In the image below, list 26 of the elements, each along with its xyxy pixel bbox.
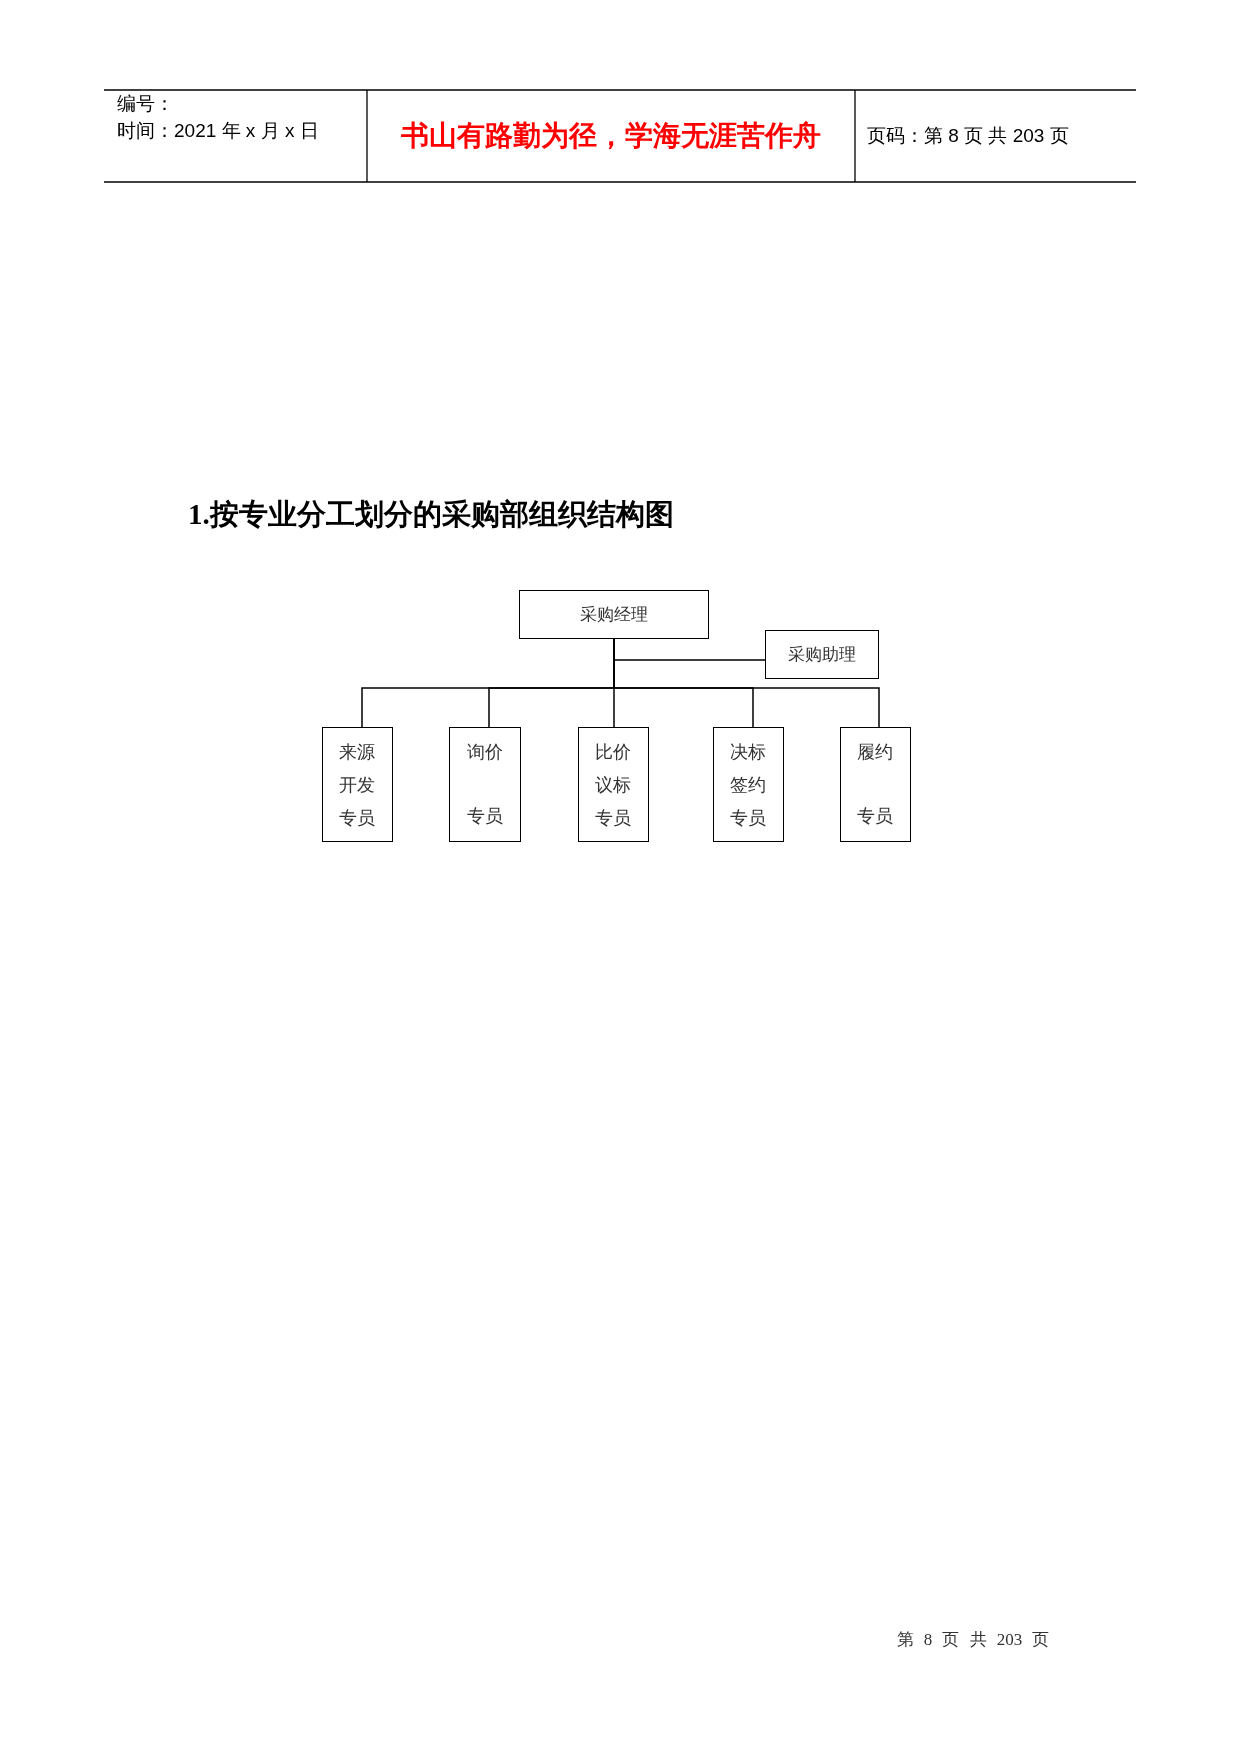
specialist-box (840, 727, 911, 842)
assistant-box (765, 630, 879, 679)
position-title: 专员 (729, 807, 768, 830)
position-title: 履约 (856, 741, 895, 764)
position-title: 专员 (466, 805, 504, 828)
page-footer: 第 8 页 共 203 页 (896, 1630, 1050, 1651)
position-title: 专员 (856, 805, 895, 828)
specialist-box (449, 727, 521, 842)
position-title: 专员 (338, 807, 377, 830)
position-title: 专员 (594, 807, 633, 830)
position-title: 决标签约 (729, 741, 768, 797)
position-title: 比价议标 (594, 741, 633, 797)
document-number-label: 编号： (117, 93, 174, 116)
page-counter: 页码：第 8 页 共 203 页 (867, 125, 1069, 148)
date-label: 时间：2021 年 x 月 x 日 (117, 120, 319, 143)
position-title: 询价 (466, 741, 504, 764)
section-title: 1.按专业分工划分的采购部组织结构图 (188, 497, 674, 532)
connector-line (613, 638, 880, 728)
specialist-box (322, 727, 393, 842)
position-title: 采购经理 (580, 604, 648, 626)
specialist-box (713, 727, 784, 842)
specialist-box (578, 727, 649, 842)
motto-text: 书山有路勤为径，学海无涯苦作舟 (401, 119, 821, 153)
position-title: 来源开发 (338, 741, 377, 797)
position-title: 采购助理 (788, 644, 856, 666)
manager-box (519, 590, 709, 639)
